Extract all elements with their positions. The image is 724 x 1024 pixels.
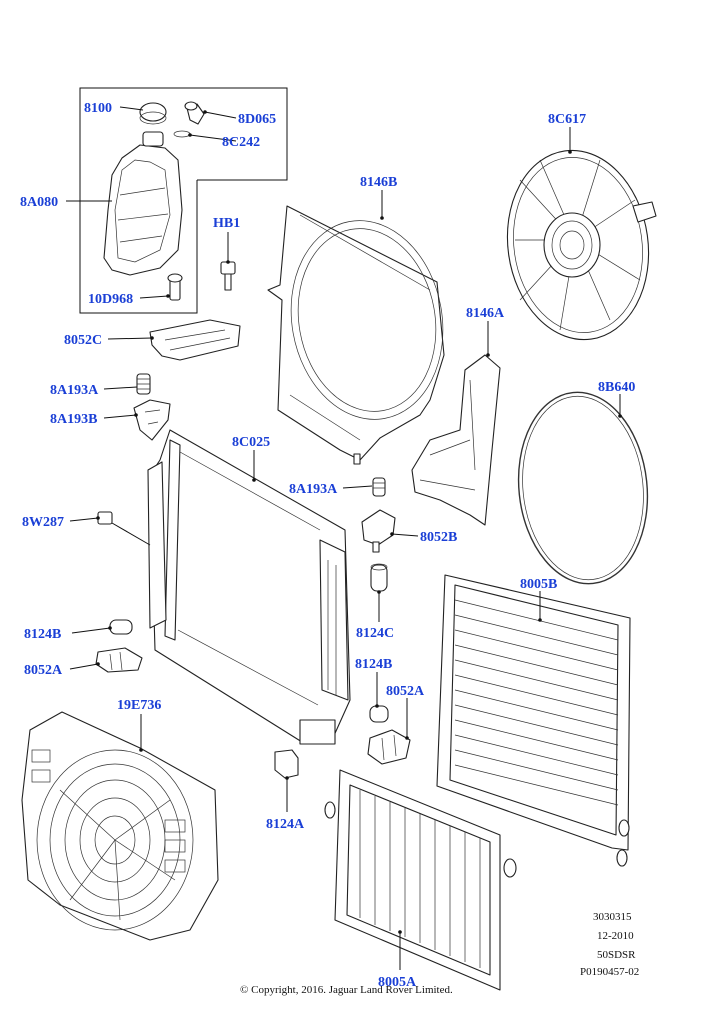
fan-cowl-8146b-part — [267, 205, 445, 465]
8052a-right-part — [367, 729, 411, 765]
reference-block: 3030315 12-2010 50SDSR P0190457-02 — [580, 911, 639, 978]
8124b-left-part — [109, 619, 133, 635]
8a193b-part — [133, 399, 171, 441]
fan-8c617-part — [506, 149, 657, 341]
leader-lines — [66, 106, 622, 970]
shroud-8146a-part — [411, 354, 501, 526]
label-8052a-left[interactable]: 8052A — [24, 663, 63, 678]
reservoir-group-box — [79, 87, 288, 314]
seal-ring-8b640-part — [517, 391, 649, 585]
fan-assembly-19e736-part — [21, 711, 219, 941]
8052a-left-part — [95, 647, 143, 673]
label-8100[interactable]: 8100 — [84, 101, 112, 116]
label-8c617[interactable]: 8C617 — [548, 112, 586, 127]
8124b-right-part — [369, 705, 389, 723]
label-8052b[interactable]: 8052B — [420, 530, 457, 545]
8a193a-top-part — [136, 373, 151, 395]
radiator-8005a-part — [324, 769, 517, 991]
8052c-bracket-part — [149, 319, 241, 361]
label-8146b[interactable]: 8146B — [360, 175, 397, 190]
label-8052c[interactable]: 8052C — [64, 333, 102, 348]
label-8c025[interactable]: 8C025 — [232, 435, 270, 450]
8124a-part — [274, 749, 299, 779]
hb1-part — [220, 261, 236, 291]
copyright-text: © Copyright, 2016. Jaguar Land Rover Lim… — [240, 984, 453, 996]
label-8005b[interactable]: 8005B — [520, 577, 557, 592]
label-8124c[interactable]: 8124C — [356, 626, 394, 641]
ref-number: 3030315 — [593, 911, 632, 923]
ref-code: 50SDSR — [597, 949, 636, 961]
label-8124b-left[interactable]: 8124B — [24, 627, 61, 642]
label-8a193b[interactable]: 8A193B — [50, 412, 97, 427]
label-8a080[interactable]: 8A080 — [20, 195, 58, 210]
label-8146a[interactable]: 8146A — [466, 306, 505, 321]
8a193a-mid-part — [372, 477, 386, 497]
label-8a193a-mid[interactable]: 8A193A — [289, 482, 338, 497]
label-hb1[interactable]: HB1 — [213, 216, 240, 231]
label-8052a-right[interactable]: 8052A — [386, 684, 425, 699]
8124c-part — [370, 563, 388, 592]
label-8b640[interactable]: 8B640 — [598, 380, 635, 395]
ref-illustration-id: P0190457-02 — [580, 966, 639, 978]
label-8124a[interactable]: 8124A — [266, 817, 305, 832]
ref-date: 12-2010 — [597, 930, 634, 942]
label-8d065[interactable]: 8D065 — [238, 112, 276, 127]
label-8a193a-top[interactable]: 8A193A — [50, 383, 99, 398]
label-8c242[interactable]: 8C242 — [222, 135, 260, 150]
radiator-8c025-part — [147, 429, 351, 745]
label-8124b-right[interactable]: 8124B — [355, 657, 392, 672]
callout-labels: 8100 8D065 8C242 8A080 10D968 HB1 8052C … — [20, 101, 635, 990]
8052b-part — [361, 509, 396, 553]
label-10d968[interactable]: 10D968 — [88, 292, 133, 307]
condenser-8005b-part — [436, 574, 631, 867]
expansion-tank-part — [103, 101, 205, 301]
label-8w287[interactable]: 8W287 — [22, 515, 64, 530]
label-19e736[interactable]: 19E736 — [117, 698, 161, 713]
8w287-part — [97, 511, 113, 525]
label-8005a[interactable]: 8005A — [378, 975, 417, 990]
